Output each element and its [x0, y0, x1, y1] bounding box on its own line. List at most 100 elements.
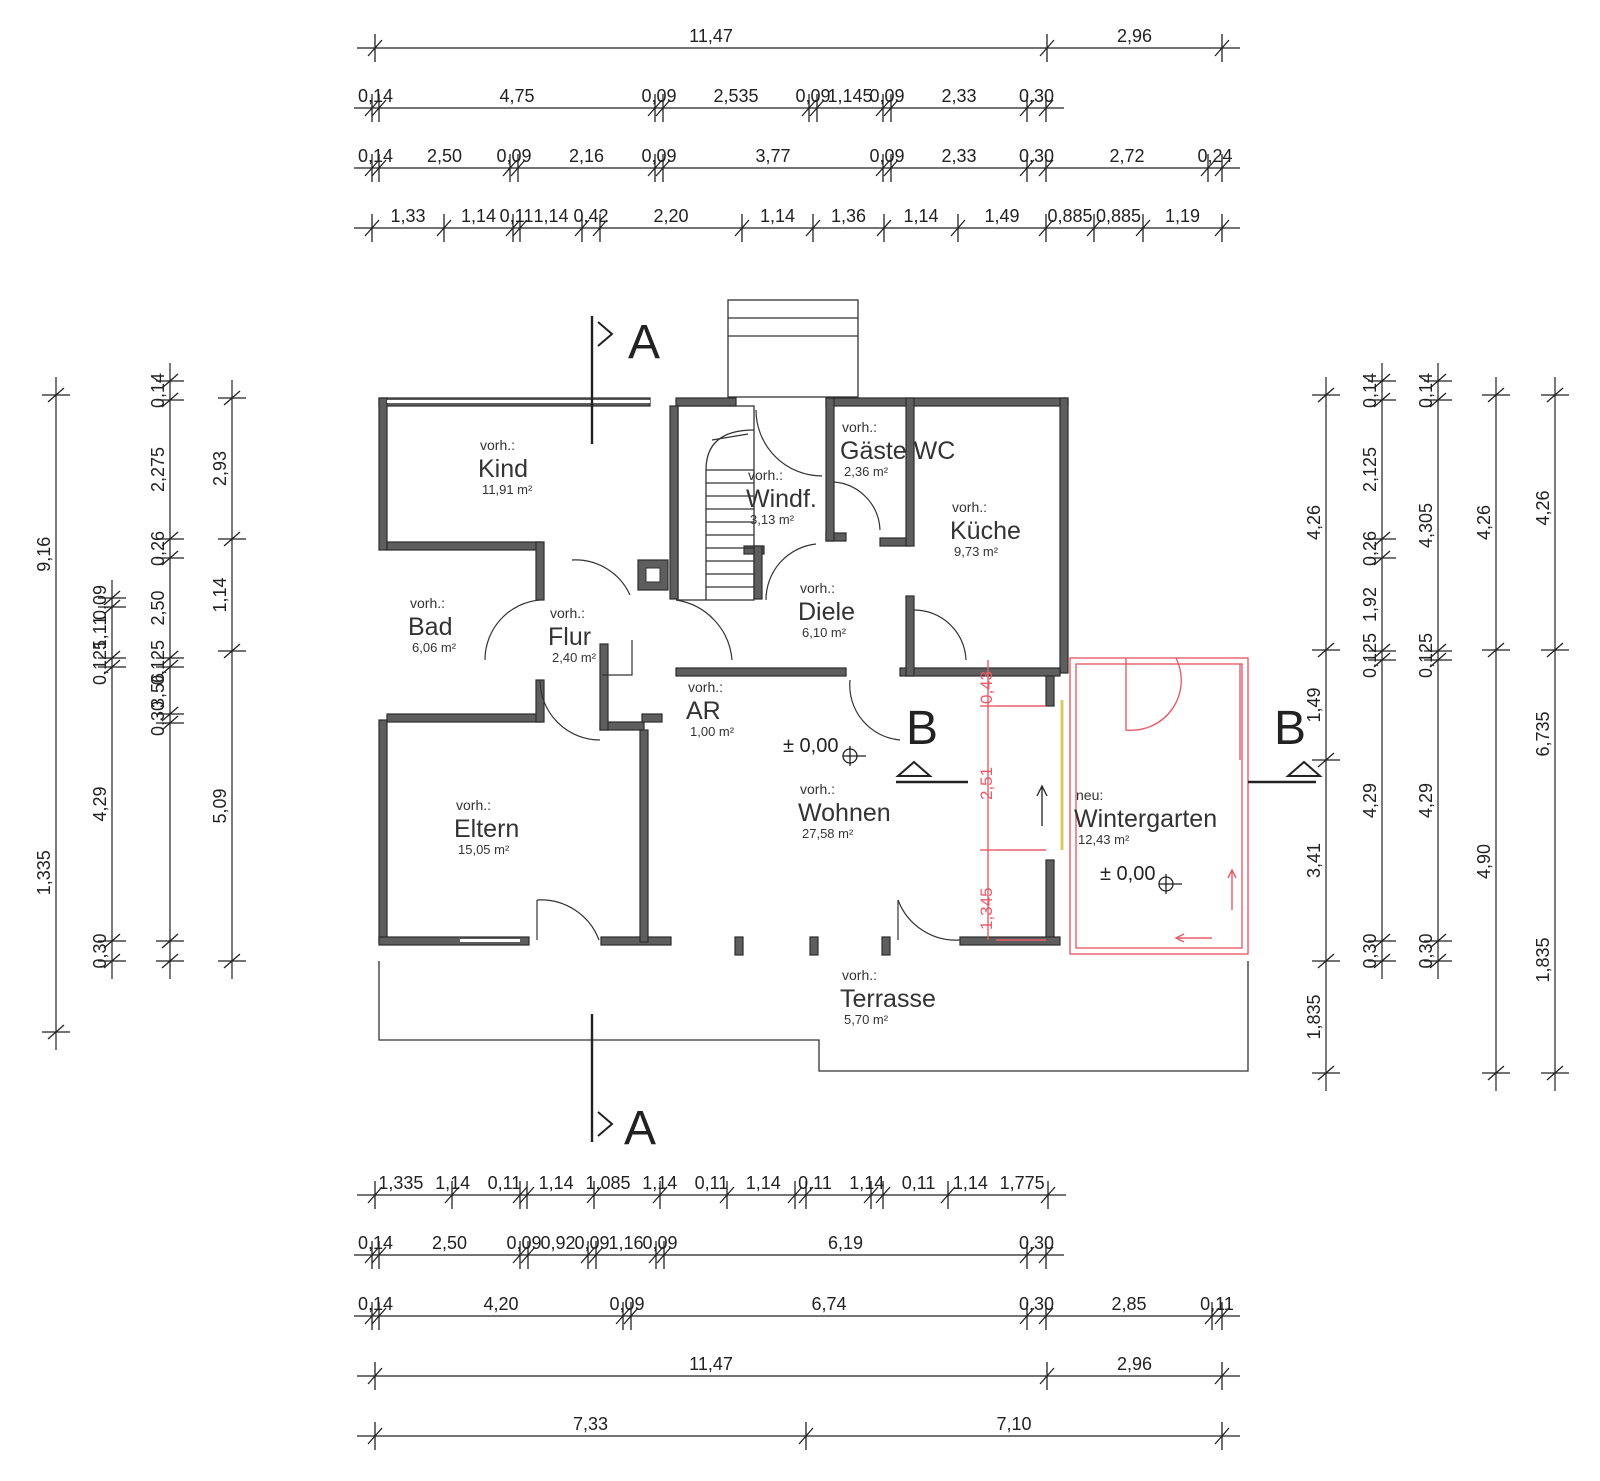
dimension-label: 1,11 — [90, 616, 110, 650]
dimension-label: 0,09 — [90, 585, 110, 620]
dimension-slash — [367, 1427, 383, 1445]
dimension-slash — [103, 933, 121, 949]
dimension-label: 2,72 — [1109, 146, 1144, 166]
dimension-label: 4,29 — [1360, 783, 1380, 818]
dimension-slash — [103, 590, 121, 606]
dimension-label: 3,41 — [1304, 843, 1324, 878]
room-gaeste: vorh.:Gäste WC2,36 m² — [840, 419, 955, 479]
doors — [484, 409, 967, 941]
room-prefix: vorh.: — [842, 967, 877, 983]
dimension-label: 2,93 — [210, 451, 230, 486]
dimension-slash — [940, 1186, 956, 1204]
room-area: 11,91 m² — [482, 482, 533, 497]
dimension-slash — [875, 1186, 891, 1204]
dimension-slash — [1429, 373, 1447, 389]
dimension-slash — [1429, 953, 1447, 969]
dimension-slash — [656, 1246, 672, 1264]
dimension-label: 4,29 — [90, 786, 110, 821]
room-area: 12,43 m² — [1078, 832, 1130, 847]
dimension-label: 0,14 — [358, 86, 393, 106]
section-label-a-bottom: A — [624, 1102, 656, 1155]
room-prefix: vorh.: — [800, 580, 835, 596]
room-prefix: vorh.: — [410, 595, 445, 611]
dimension-label: 4,26 — [1474, 505, 1494, 540]
dimension-label: 1,16 — [608, 1233, 643, 1253]
dimension-slash — [510, 159, 526, 177]
dimension-slash — [371, 99, 387, 117]
dimension-slash — [1487, 642, 1505, 658]
dimension-label: 1,14 — [746, 1173, 781, 1193]
dimension-slash — [502, 159, 518, 177]
dimension-label: 1,145 — [827, 86, 872, 106]
dimension-label: 0,30 — [1019, 146, 1054, 166]
room-prefix: vorh.: — [748, 467, 783, 483]
dimension-slash — [734, 219, 750, 237]
dimension-label: 2,33 — [941, 86, 976, 106]
dimension-label: 0,09 — [609, 1294, 644, 1314]
dimension-slash — [1373, 953, 1391, 969]
dimension-label: 1,14 — [760, 206, 795, 226]
dimension-label: 2,50 — [432, 1233, 467, 1253]
room-prefix: vorh.: — [550, 605, 585, 621]
dimension-slash — [719, 1186, 735, 1204]
dimension-slash — [580, 1246, 596, 1264]
room-name: Diele — [798, 598, 855, 626]
dimension-slash — [1019, 159, 1035, 177]
dimension-slash — [647, 99, 663, 117]
dimension-slash — [1038, 219, 1054, 237]
dimension-slash — [586, 1186, 602, 1204]
room-prefix: vorh.: — [688, 679, 723, 695]
dimension-slash — [1214, 1367, 1230, 1385]
dimension-label: 0,125 — [148, 640, 168, 685]
dimension-slash — [655, 159, 671, 177]
dimension-label: 0,14 — [1360, 373, 1380, 408]
dimension-slash — [863, 1186, 879, 1204]
dimension-slash — [1038, 1246, 1054, 1264]
wintergarten-extension — [980, 657, 1249, 955]
level-label: ± 0,00 — [1100, 863, 1155, 885]
section-label-b-left: B — [906, 702, 938, 755]
dimension-label: 0,30 — [148, 701, 168, 736]
dimension-label: 2,33 — [941, 146, 976, 166]
dimension-label: 0,30 — [90, 933, 110, 968]
dimension-label: 2,535 — [713, 86, 758, 106]
dimension-slash — [1086, 219, 1102, 237]
dimension-label: 0,30 — [1019, 1294, 1054, 1314]
dimension-slash — [1019, 1246, 1035, 1264]
dimension-slash — [592, 219, 608, 237]
dimension-slash — [1317, 1065, 1335, 1081]
dimension-slash — [1487, 387, 1505, 403]
dimension-slash — [798, 1427, 814, 1445]
dimension-slash — [883, 159, 899, 177]
dimension-label: 0,30 — [1019, 1233, 1054, 1253]
room-name: Bad — [408, 613, 452, 641]
dimension-slash — [875, 159, 891, 177]
dimension-slash — [787, 1186, 803, 1204]
dimension-slash — [1040, 1186, 1056, 1204]
room-name: Wintergarten — [1074, 805, 1217, 833]
dimension-label: 0,30 — [1416, 933, 1436, 968]
dimension-label: 0,09 — [869, 86, 904, 106]
dimension-label: 1,14 — [849, 1173, 884, 1193]
dimension-label: 1,835 — [1304, 994, 1324, 1039]
dimension-slash — [161, 659, 179, 675]
level-marker-wohnen: ± 0,00 — [783, 735, 866, 766]
section-label-b-right: B — [1274, 702, 1306, 755]
dimension-label: 1,14 — [642, 1173, 677, 1193]
dimension-label: 4,29 — [1416, 783, 1436, 818]
dimension-slash — [161, 550, 179, 566]
dimension-label: 3,56 — [148, 673, 168, 708]
dimension-label: 0,24 — [1197, 146, 1232, 166]
dimension-label: 0,92 — [540, 1233, 575, 1253]
dimension-slash — [1038, 1307, 1054, 1325]
wintergarten-dim-1345: 1,345 — [977, 887, 996, 930]
dimension-slash — [1135, 219, 1151, 237]
